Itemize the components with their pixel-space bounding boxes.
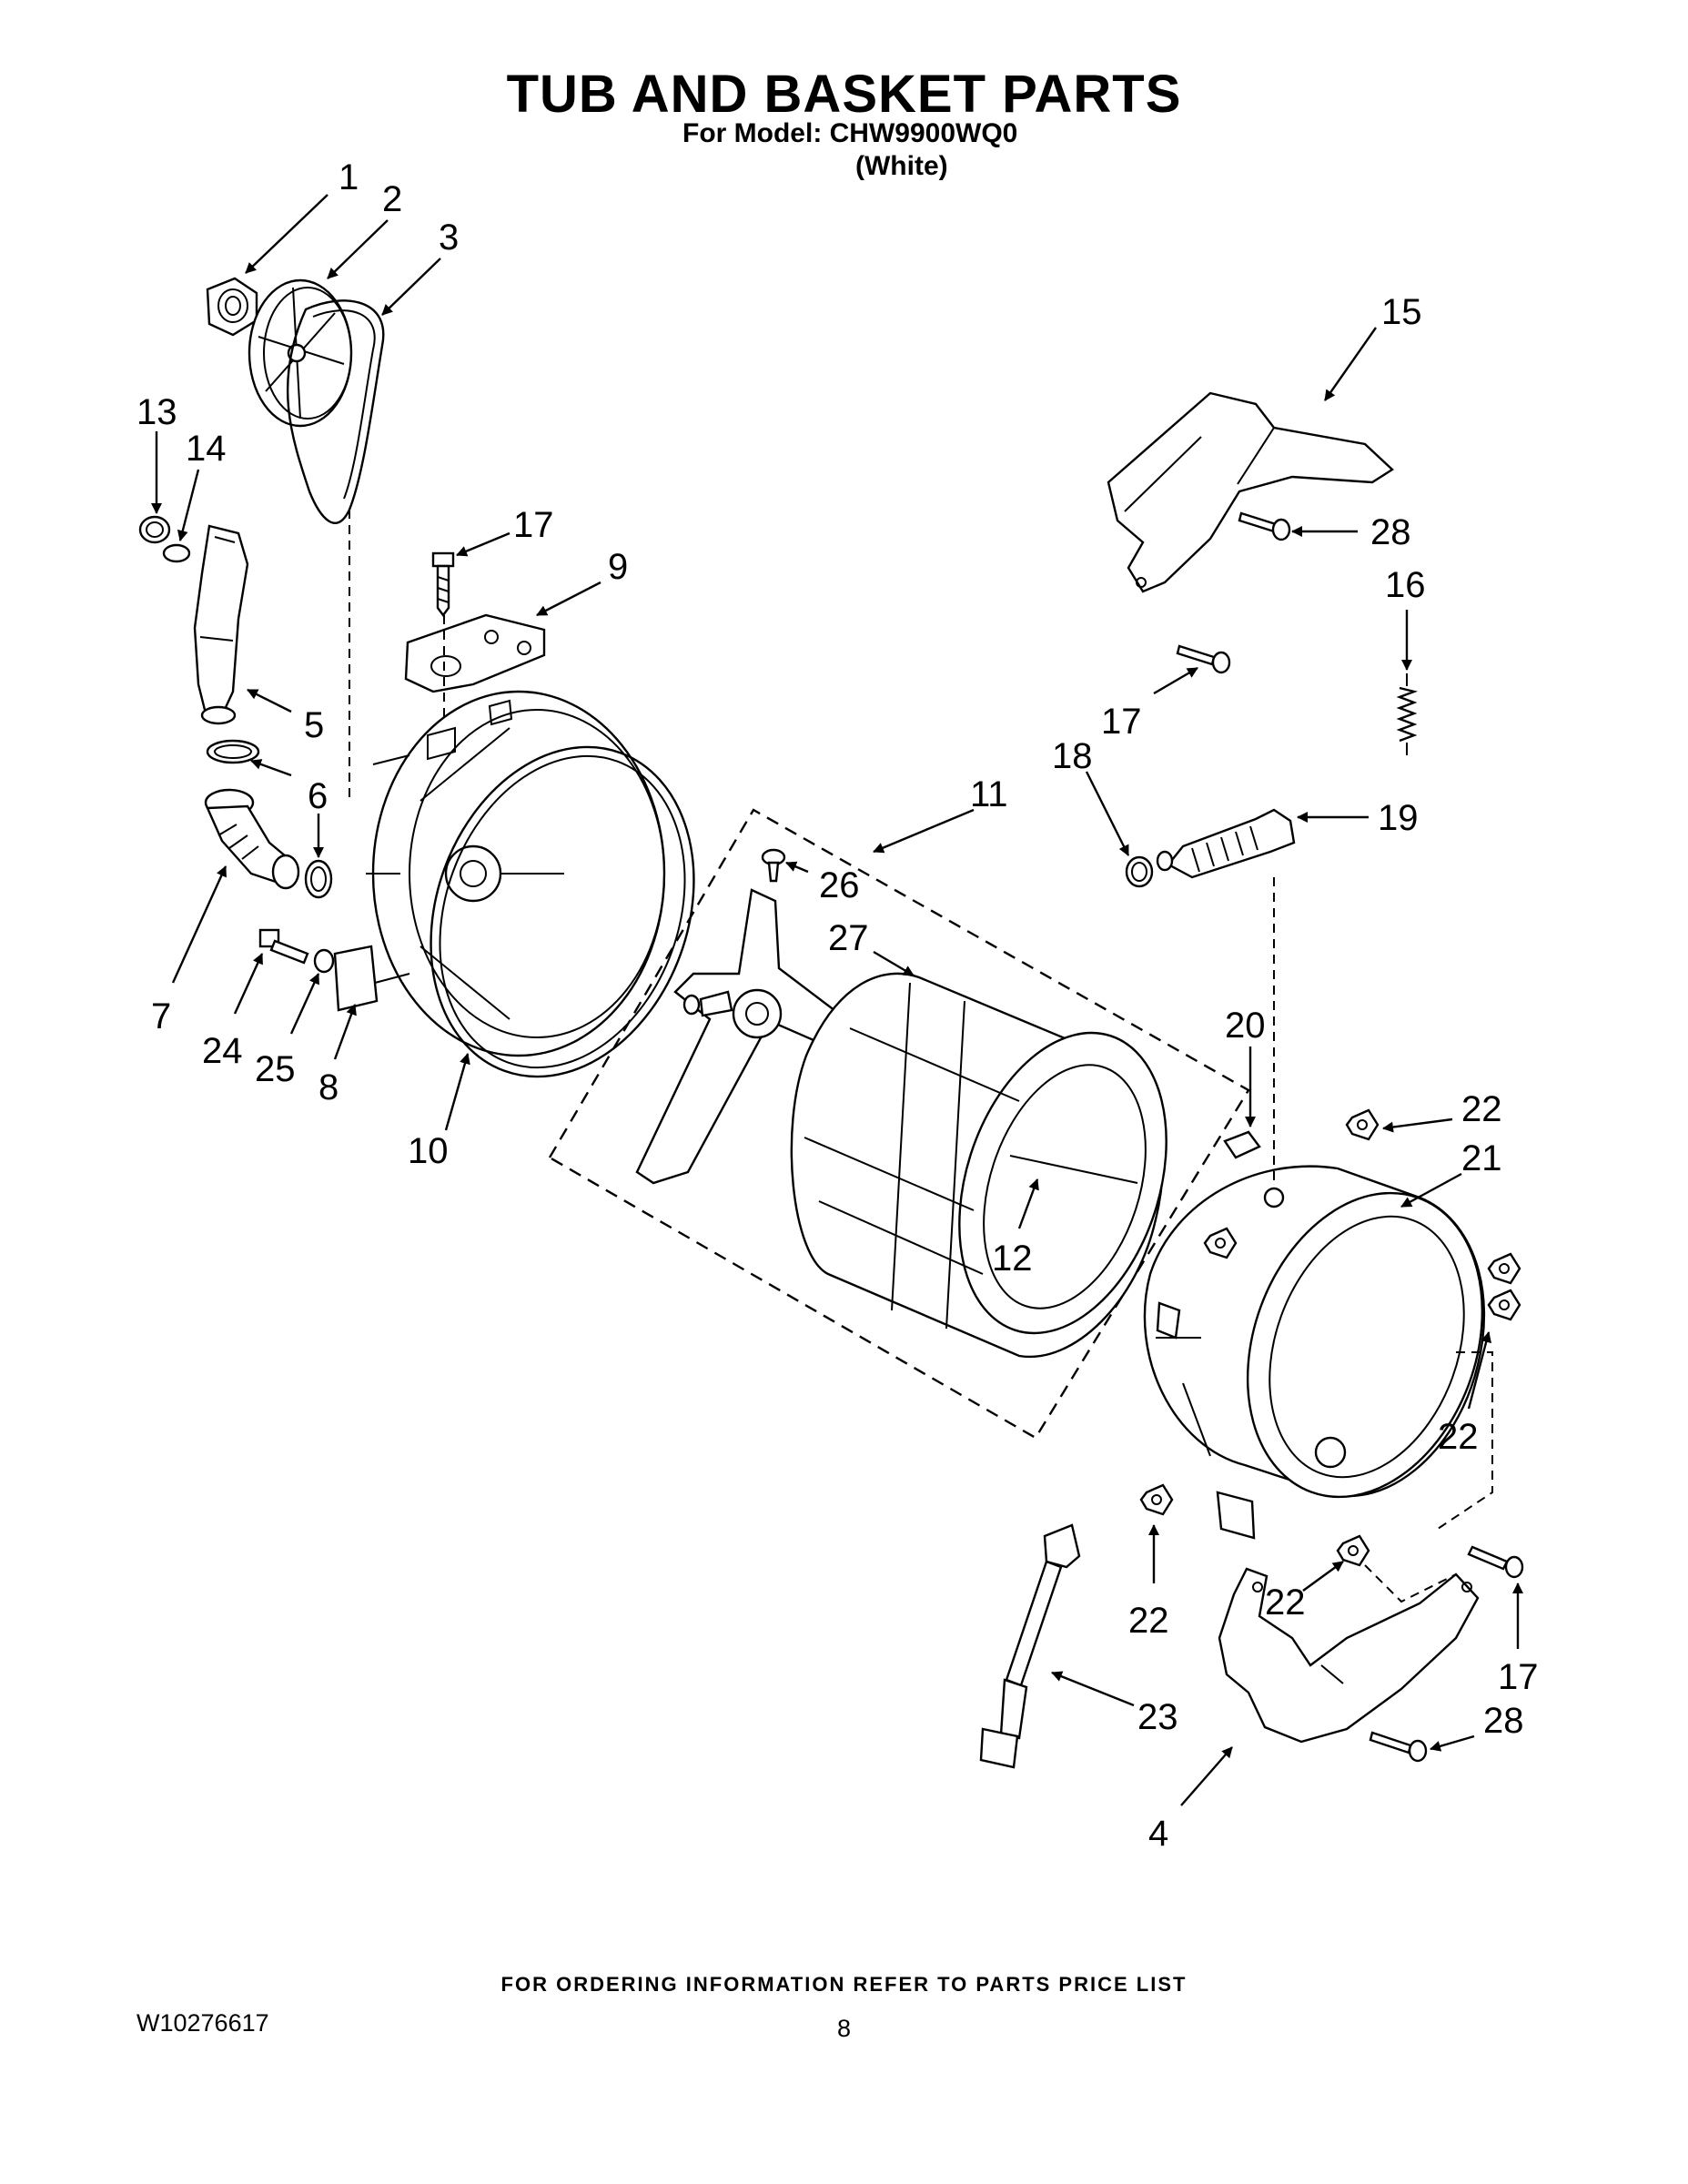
callout-11: 11 (970, 774, 1008, 814)
page-number: 8 (837, 2015, 852, 2042)
callout-20: 20 (1225, 1006, 1266, 1046)
part-9-bracket (404, 613, 546, 693)
part-2-pulley (248, 278, 353, 428)
callout-19: 19 (1378, 798, 1419, 838)
callout-13: 13 (136, 392, 177, 432)
part-27-basket (790, 972, 1167, 1359)
ordering-note: FOR ORDERING INFORMATION REFER TO PARTS … (500, 1973, 1188, 1996)
part-15-shield (1107, 391, 1394, 593)
part-24-sensor (258, 928, 309, 965)
part-22-clip-b (1487, 1252, 1521, 1321)
part-26-screw (761, 848, 786, 883)
part-1-nut (206, 277, 258, 337)
part-5-tub-inlet (193, 524, 249, 725)
part-10-tub-seal (430, 745, 695, 1078)
part-28-bolt-upper (1238, 511, 1291, 541)
callout-22-d: 22 (1265, 1582, 1306, 1623)
part-17-bolt-middle (1176, 644, 1231, 674)
part-22-clip-a (1345, 1108, 1380, 1141)
part-22-clip-c (1139, 1483, 1174, 1516)
callout-12: 12 (992, 1239, 1033, 1279)
alignment-lines (349, 510, 1493, 1603)
callout-14: 14 (186, 429, 227, 469)
callout-21: 21 (1461, 1138, 1502, 1178)
part-17-bolt-lower (1467, 1545, 1524, 1579)
callout-3: 3 (439, 217, 459, 258)
part-7-drain-hose (204, 788, 300, 890)
part-3-belt (286, 299, 385, 524)
callout-17-middle: 17 (1101, 702, 1142, 742)
callout-4: 4 (1148, 1814, 1168, 1854)
callout-26: 26 (819, 865, 860, 905)
model-color: (White) (855, 151, 948, 181)
callout-22-c: 22 (1128, 1601, 1169, 1641)
part-8-rear-tub (333, 690, 666, 1057)
callout-24: 24 (202, 1031, 243, 1071)
part-6-clamp-second (304, 859, 333, 899)
part-6-clamp (206, 739, 260, 764)
callout-7: 7 (151, 996, 171, 1036)
part-14-oring (162, 543, 191, 563)
callout-labels: 1 2 3 4 5 6 7 8 9 10 11 12 13 14 15 16 1… (136, 157, 1539, 1854)
part-28-bolt-lower (1369, 1731, 1428, 1763)
callout-17-top: 17 (513, 505, 554, 545)
callout-22-a: 22 (1461, 1089, 1502, 1129)
page-title: TUB AND BASKET PARTS (506, 65, 1182, 124)
callout-15: 15 (1381, 292, 1422, 332)
model-number: For Model: CHW9900WQ0 (682, 118, 1018, 148)
callout-27: 27 (828, 918, 869, 958)
callout-9: 9 (608, 547, 628, 587)
part-19-hose (1156, 808, 1296, 879)
callout-28-upper: 28 (1370, 512, 1411, 552)
part-22-clip-e (1203, 1227, 1238, 1259)
callout-23: 23 (1137, 1697, 1178, 1737)
part-17-bolt-top (431, 551, 455, 617)
callout-5: 5 (304, 705, 324, 745)
leader-arrows (151, 194, 1523, 1806)
part-16-spring (1396, 673, 1419, 755)
callout-1: 1 (339, 157, 359, 197)
part-11-basket-assembly-outline (548, 808, 1250, 1440)
callout-17-lower: 17 (1498, 1657, 1539, 1697)
part-21-front-tub (1143, 1165, 1486, 1540)
callout-25: 25 (255, 1049, 296, 1089)
part-20-clip (1223, 1130, 1261, 1159)
document-number: W10276617 (136, 2009, 269, 2037)
callout-2: 2 (382, 179, 402, 219)
callout-6: 6 (308, 776, 328, 816)
callout-22-b: 22 (1438, 1417, 1479, 1457)
part-18-clamp (1125, 855, 1154, 888)
part-22-clip-d (1336, 1534, 1370, 1567)
callout-10: 10 (408, 1131, 449, 1171)
part-4-lower-shield (1218, 1567, 1480, 1744)
part-spider (635, 888, 848, 1185)
part-25-grommet (313, 948, 335, 974)
callout-18: 18 (1052, 736, 1093, 776)
callout-28-lower: 28 (1483, 1701, 1524, 1741)
callout-8: 8 (318, 1067, 339, 1107)
part-23-damper (979, 1523, 1081, 1769)
part-13-clamp (138, 515, 171, 544)
callout-16: 16 (1385, 565, 1426, 605)
